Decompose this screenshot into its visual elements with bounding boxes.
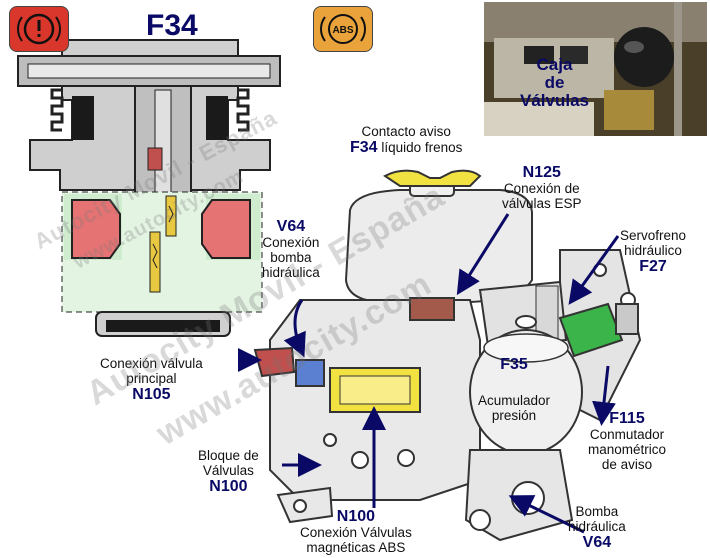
label-n100-bottom-line1: Conexión Válvulas: [300, 525, 412, 540]
label-n100-bottom-code: N100: [336, 508, 376, 525]
label-v64-top-line3: hidráulica: [262, 265, 320, 280]
label-n100-bottom-line2: magnéticas ABS: [306, 540, 406, 555]
label-f35: F35 Acumulador presión: [478, 356, 550, 423]
label-bloque-code: N100: [209, 478, 248, 495]
label-bomba-code: V64: [582, 534, 612, 551]
pointer-arrows: [238, 213, 620, 534]
label-bomba: Bomba hidráulica V64: [568, 504, 626, 551]
label-servofreno-code: F27: [639, 258, 667, 275]
label-n105-line2: principal: [126, 371, 177, 386]
label-contacto-code: F34: [350, 139, 378, 156]
label-n100-bottom: N100 Conexión Válvulas magnéticas ABS: [300, 508, 412, 555]
label-f115-code: F115: [609, 410, 645, 427]
brake-warning-icon: [9, 6, 69, 52]
label-bloque: Bloque de Válvulas N100: [198, 448, 259, 495]
label-n105: Conexión válvula principal N105: [100, 356, 203, 403]
label-f35-line1: Acumulador: [478, 393, 551, 408]
label-v64-top: V64 Conexión bomba hidráulica: [262, 218, 320, 280]
label-f115-line2: manométrico: [588, 442, 667, 457]
label-servofreno-line2: hidráulico: [624, 243, 682, 258]
label-f35-code: F35: [500, 356, 528, 373]
valve-box-photo: [484, 2, 707, 136]
label-servofreno: Servofreno hidráulico F27: [620, 228, 686, 275]
label-bloque-line1: Bloque de: [198, 448, 259, 463]
abs-icon-text: ABS: [332, 25, 353, 36]
label-n125-code: N125: [522, 164, 561, 181]
photo-caption-line3: Válvulas: [520, 91, 589, 110]
label-n105-code: N105: [132, 386, 171, 403]
label-n125-line1: Conexión de: [503, 181, 580, 196]
label-contacto-line1: Contacto aviso: [361, 124, 451, 139]
label-f115-line1: Conmutador: [589, 427, 665, 442]
label-bomba-line1: Bomba: [575, 504, 619, 519]
label-bloque-line2: Válvulas: [202, 463, 254, 478]
f34-sensor-cross-section: [17, 39, 281, 337]
label-contacto-text: líquido frenos: [381, 140, 463, 155]
label-v64-top-line1: Conexión: [262, 235, 320, 250]
label-v64-top-code: V64: [276, 218, 306, 235]
diagram-title: F34: [146, 9, 198, 42]
label-v64-top-line2: bomba: [270, 250, 312, 265]
label-n125-line2: válvulas ESP: [502, 196, 582, 211]
photo-caption: Caja de Válvulas: [520, 56, 589, 110]
label-bomba-line2: hidráulica: [568, 519, 626, 534]
label-contacto-aviso: Contacto aviso F34 líquido frenos: [350, 124, 462, 156]
photo-caption-line2: de: [544, 73, 565, 92]
label-f115-line3: de aviso: [601, 457, 653, 472]
photo-caption-line1: Caja: [536, 55, 573, 74]
label-servofreno-line1: Servofreno: [620, 228, 687, 243]
label-f35-line2: presión: [491, 408, 537, 423]
label-f115: F115 Conmutador manométrico de aviso: [588, 410, 666, 472]
label-n125: N125 Conexión de válvulas ESP: [502, 164, 582, 211]
label-contacto-line2: F34 líquido frenos: [350, 139, 462, 156]
label-n105-line1: Conexión válvula: [100, 356, 203, 371]
abs-warning-icon: ABS: [313, 6, 373, 52]
